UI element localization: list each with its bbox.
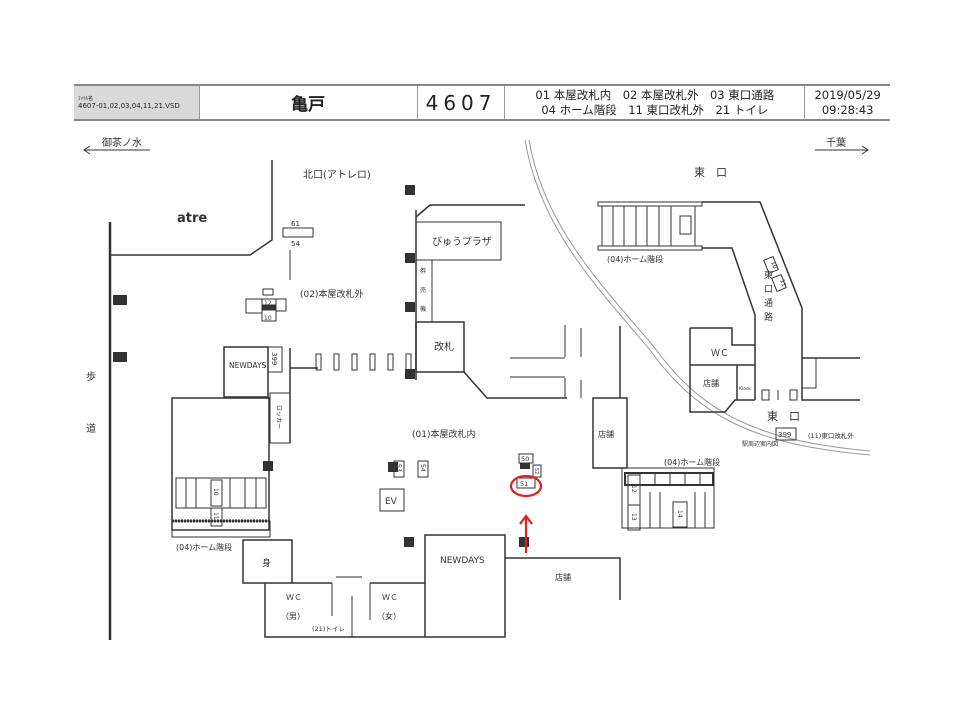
stairs-east-north	[597, 201, 703, 251]
sidewalk-label: 道	[86, 422, 96, 435]
guide-map-label: 駅周辺案内図	[742, 440, 778, 448]
station-name: 亀戸	[200, 86, 418, 119]
north-exit-label: 北口(アトレロ)	[303, 169, 371, 181]
equipment-50: 50	[521, 455, 529, 463]
area-04-label: (04)ホーム階段	[664, 457, 720, 467]
wc-women-sub: （女）	[377, 611, 401, 621]
equipment-399: 399	[270, 352, 278, 365]
shop-south: 店舗	[555, 572, 571, 582]
area-03-label: 口	[764, 285, 773, 295]
station-code: 4607	[418, 86, 506, 119]
east-exit-label: 東 口	[694, 166, 727, 179]
view-plaza: びゅうプラザ	[432, 236, 492, 248]
equipment-52: 52	[533, 468, 539, 474]
wc-men-sub: （男）	[281, 612, 305, 621]
sidewalk-label: 歩	[86, 370, 96, 383]
equipment-61: 61	[291, 220, 300, 228]
east-gates	[761, 255, 798, 401]
equipment-e10: 10	[769, 260, 778, 270]
equipment-54b: 54	[419, 464, 426, 472]
equipment-e14: 14	[676, 510, 683, 518]
stairs-east-south	[621, 467, 715, 531]
area-04-label: (04)ホーム階段	[607, 254, 663, 264]
equipment-54: 54	[291, 240, 300, 248]
direction-arrows	[83, 145, 869, 155]
area-11-label: (11)東口改札外	[808, 431, 854, 440]
file-name: 4607-01,02,03,04,11,21.VSD	[78, 102, 180, 110]
equipment-51: 51	[520, 480, 528, 488]
walls	[108, 160, 621, 640]
wc-men: ＷＣ	[286, 593, 302, 602]
area-04-label: (04)ホーム階段	[176, 542, 232, 552]
ticket-gate: 改札	[434, 340, 454, 353]
multipurpose-toilet: 身	[262, 557, 271, 569]
area-list-line: 04 ホーム階段 11 東口改札外 21 トイレ	[541, 102, 769, 117]
area-21-label: (21)トイレ	[312, 625, 345, 633]
shop-east: 店舗	[703, 378, 719, 388]
east-exit-label-2: 東 口	[767, 410, 800, 423]
pillars	[113, 185, 530, 547]
sheet-header: ﾌｧｲﾙ名 4607-01,02,03,04,11,21.VSD 亀戸 4607…	[74, 84, 890, 121]
date: 2019/05/29	[814, 87, 881, 102]
ticket-machine: 機	[420, 305, 426, 313]
area-03-label: 東	[764, 269, 773, 281]
area-list-line: 01 本屋改札内 02 本屋改札外 03 東口通路	[535, 87, 775, 102]
equipment-s11: 11	[212, 512, 219, 520]
ticket-machine: 売	[420, 286, 426, 294]
equipment-s10: 10	[212, 488, 219, 496]
equipment-e12: 12	[630, 485, 637, 493]
highlight-circle	[509, 474, 543, 498]
equipment-53: 53	[395, 464, 402, 472]
file-cell: ﾌｧｲﾙ名 4607-01,02,03,04,11,21.VSD	[74, 86, 200, 119]
kiosk: Kiosk	[739, 386, 751, 392]
elevator: EV	[385, 497, 398, 507]
ticket-machine: 券	[420, 267, 426, 275]
newdays-south: NEWDAYS	[440, 556, 485, 566]
area-03-label: 路	[764, 311, 773, 323]
timestamp: 2019/05/29 09:28:43	[805, 86, 890, 119]
locker: ロッカー	[275, 405, 282, 429]
equipment-12: 12	[264, 300, 272, 307]
stairs-west	[171, 477, 271, 538]
time: 09:28:43	[821, 102, 874, 117]
equipment-e11: 11	[778, 278, 787, 288]
equipment-cluster-center	[379, 453, 542, 512]
area-03-label: 通	[764, 298, 773, 309]
gate-row	[315, 353, 412, 371]
atre-label: atre	[177, 211, 207, 226]
gate-cluster-02	[245, 288, 287, 322]
shop-center: 店舗	[598, 429, 614, 439]
area-list: 01 本屋改札内 02 本屋改札外 03 東口通路 04 ホーム階段 11 東口…	[505, 86, 806, 119]
direction-right: 千葉	[826, 136, 846, 149]
area-01-label: (01)本屋改札内	[412, 428, 475, 440]
file-label: ﾌｧｲﾙ名	[78, 96, 94, 102]
equipment-399b: 399	[778, 431, 791, 439]
area-02-label: (02)本屋改札外	[300, 288, 363, 300]
direction-left: 御茶ノ水	[102, 136, 142, 149]
equipment-e13: 13	[630, 513, 637, 521]
equipment-10: 10	[264, 315, 272, 322]
wc-east: ＷＣ	[711, 349, 729, 359]
newdays-north: NEWDAYS	[229, 361, 267, 370]
wc-women: ＷＣ	[382, 593, 398, 602]
